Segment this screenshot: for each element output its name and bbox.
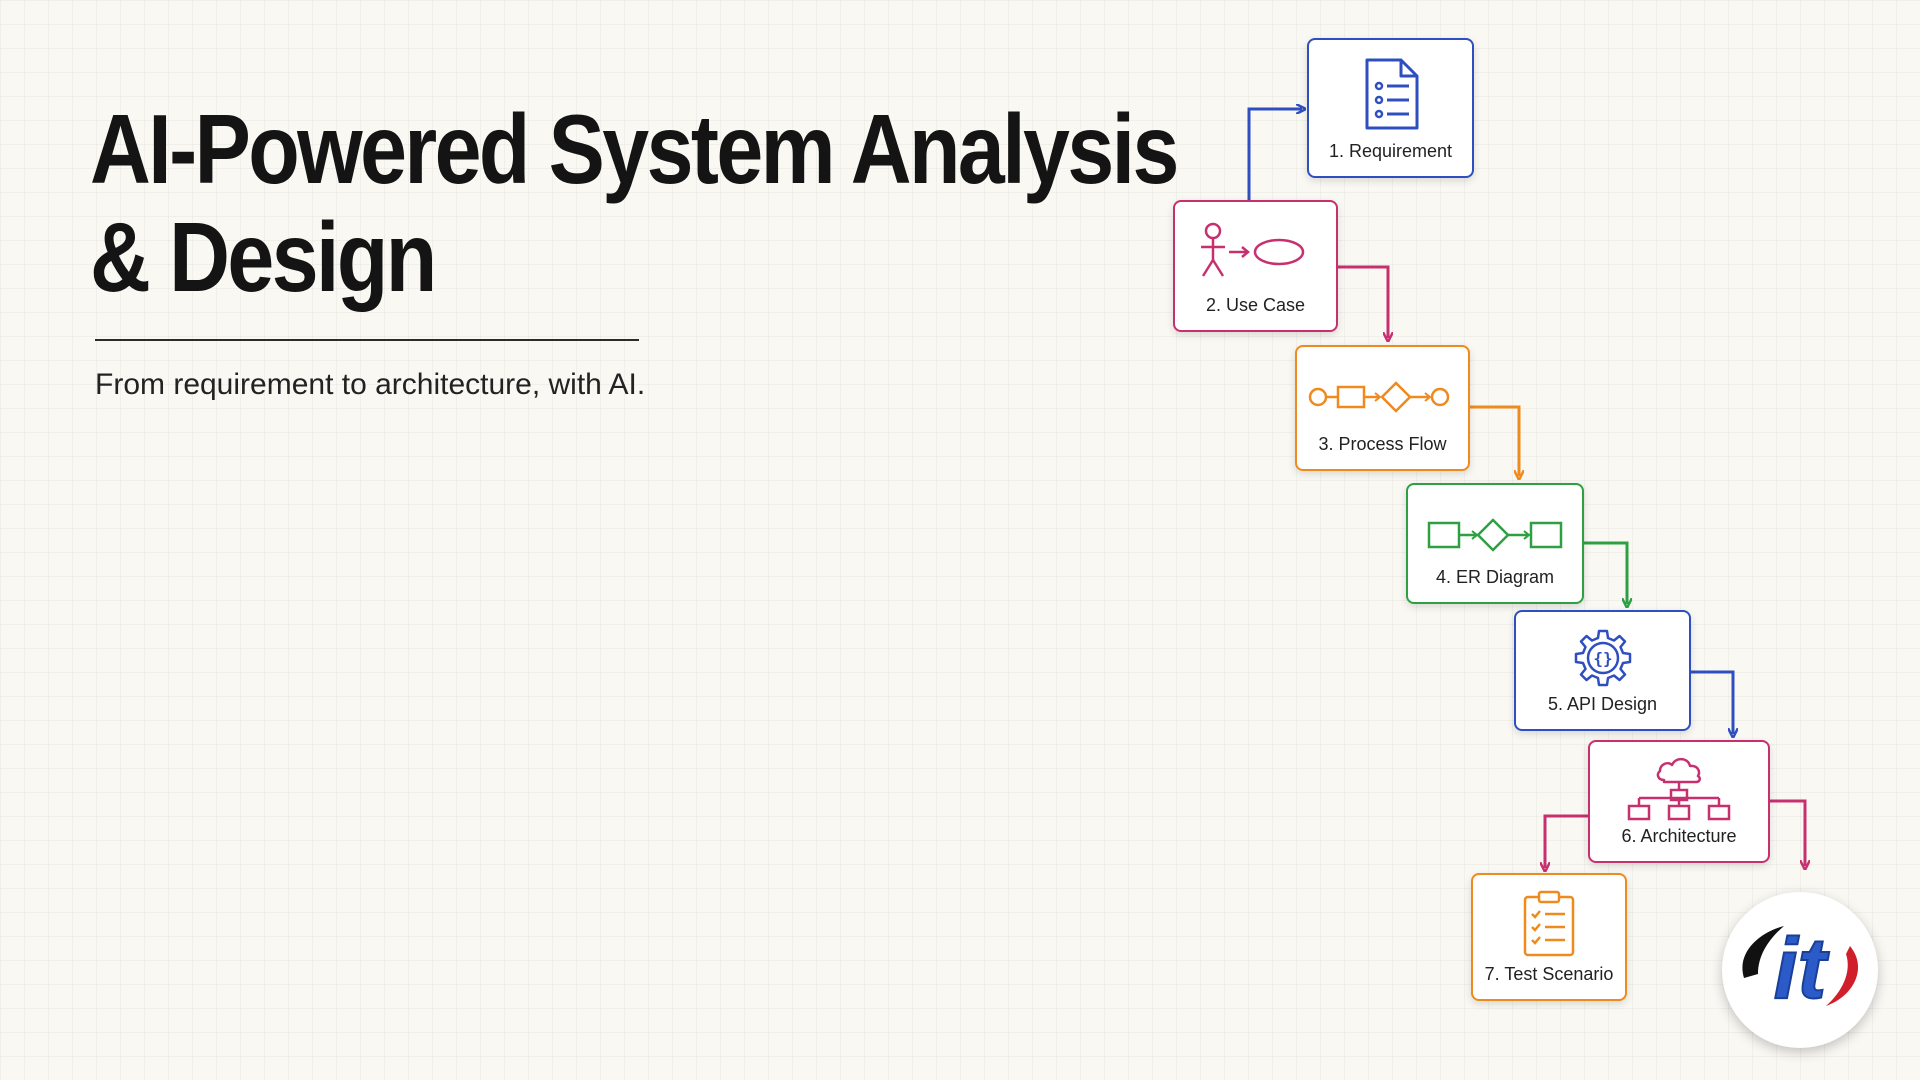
step-label: 1. Requirement xyxy=(1328,141,1453,161)
connector-processflow-to-er xyxy=(1470,405,1519,476)
step-card-er-diagram[interactable]: 4. ER Diagram xyxy=(1406,483,1584,604)
step-label: 4. ER Diagram xyxy=(1435,567,1555,587)
title-line-2: & Design xyxy=(90,202,437,312)
clipboard-checklist-icon xyxy=(1523,890,1575,957)
step-label: 6. Architecture xyxy=(1621,826,1737,846)
step-label: 7. Test Scenario xyxy=(1484,964,1614,984)
connector-architecture-to-test xyxy=(1545,814,1588,868)
it-logo-icon: it xyxy=(1742,920,1859,1018)
subtitle: From requirement to architecture, with A… xyxy=(95,368,646,401)
document-list-icon xyxy=(1365,58,1418,130)
step-label: 3. Process Flow xyxy=(1318,434,1447,454)
title-divider xyxy=(95,339,639,341)
cloud-hierarchy-icon xyxy=(1627,757,1731,821)
logo-text: it xyxy=(1774,921,1830,1017)
step-card-architecture[interactable]: 6. Architecture xyxy=(1588,740,1770,863)
connector-api-to-architecture xyxy=(1691,670,1733,734)
step-card-test-scenario[interactable]: 7. Test Scenario xyxy=(1471,873,1627,1001)
step-card-requirement[interactable]: 1. Requirement xyxy=(1307,38,1474,178)
gear-braces-icon: {} xyxy=(1574,629,1631,687)
connector-er-to-api xyxy=(1584,541,1627,604)
connector-usecase-to-requirement xyxy=(1247,109,1302,200)
step-card-process-flow[interactable]: 3. Process Flow xyxy=(1295,345,1470,471)
actor-use-case-icon xyxy=(1200,222,1304,277)
entity-relation-icon xyxy=(1427,518,1563,552)
step-label: 5. API Design xyxy=(1547,694,1658,714)
connector-usecase-to-processflow xyxy=(1338,265,1388,338)
step-label: 2. Use Case xyxy=(1205,295,1306,315)
svg-text:{}: {} xyxy=(1593,649,1612,668)
connector-architecture-right xyxy=(1770,799,1805,866)
process-flow-icon xyxy=(1308,381,1449,413)
step-card-api-design[interactable]: {} 5. API Design xyxy=(1514,610,1691,731)
brand-logo: it xyxy=(1722,892,1878,1048)
step-card-use-case[interactable]: 2. Use Case xyxy=(1173,200,1338,332)
